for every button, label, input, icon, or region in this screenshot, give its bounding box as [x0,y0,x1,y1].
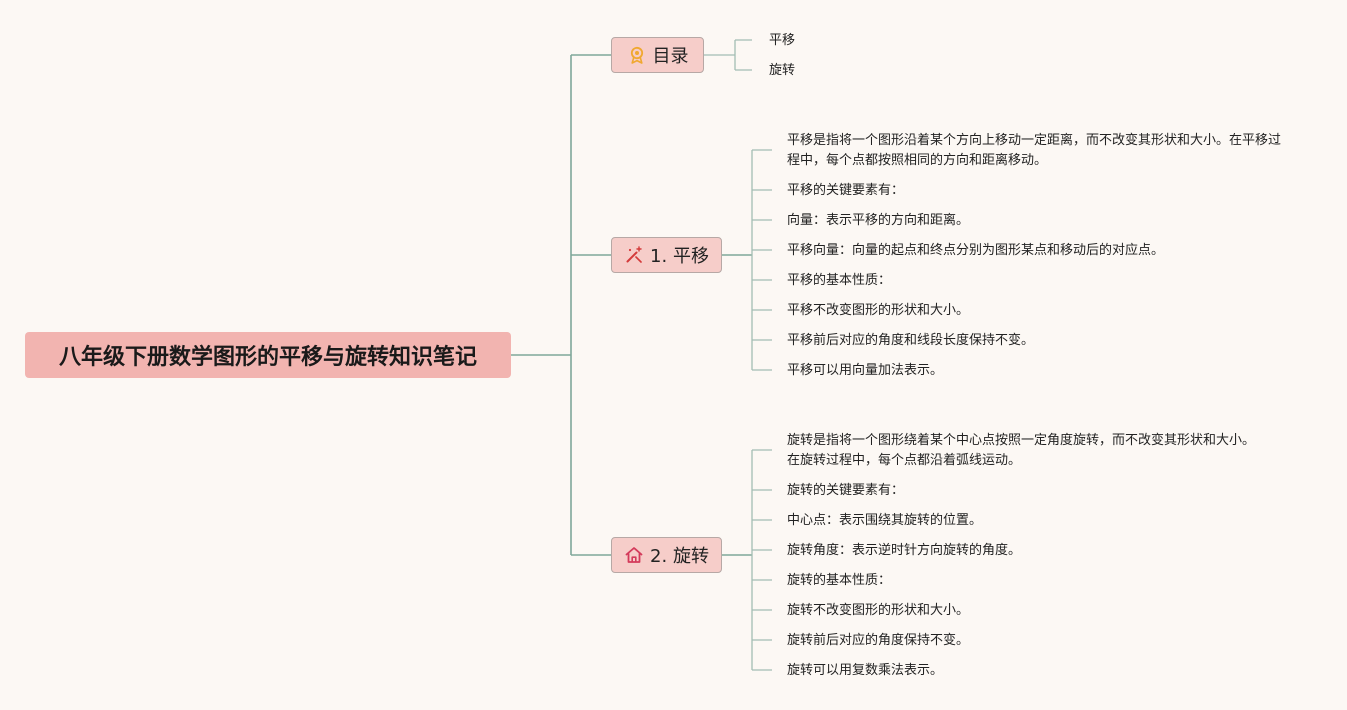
rotation-property-angles[interactable]: 旋转前后对应的角度保持不变。 [787,633,970,648]
translation-vector-detail[interactable]: 平移向量：向量的起点和终点分别为图形某点和移动后的对应点。 [787,243,1165,258]
translation-property-angles[interactable]: 平移前后对应的角度和线段长度保持不变。 [787,333,1035,348]
rotation-key-elements[interactable]: 旋转的关键要素有： [787,483,905,498]
rotation-property-shape[interactable]: 旋转不改变图形的形状和大小。 [787,603,970,618]
translation-property-shape[interactable]: 平移不改变图形的形状和大小。 [787,303,970,318]
award-icon [630,46,643,64]
translation-vector[interactable]: 向量：表示平移的方向和距离。 [787,213,970,228]
branch-rotation[interactable]: 2. 旋转 [611,537,722,573]
rotation-properties[interactable]: 旋转的基本性质： [787,573,892,588]
magic-wand-icon [626,246,642,263]
rotation-definition[interactable]: 旋转是指将一个图形绕着某个中心点按照一定角度旋转，而不改变其形状和大小。在旋转过… [787,433,1256,468]
translation-definition[interactable]: 平移是指将一个图形沿着某个方向上移动一定距离，而不改变其形状和大小。在平移过程中… [787,133,1282,168]
root-topic[interactable]: 八年级下册数学图形的平移与旋转知识笔记 [25,332,511,378]
root-title: 八年级下册数学图形的平移与旋转知识笔记 [58,345,477,370]
branch-toc[interactable]: 目录 [611,37,704,73]
toc-item-translation[interactable]: 平移 [769,33,796,48]
rotation-center[interactable]: 中心点：表示围绕其旋转的位置。 [787,513,983,528]
branch-translation[interactable]: 1. 平移 [611,237,722,273]
toc-item-rotation[interactable]: 旋转 [769,63,796,78]
rotation-property-complex[interactable]: 旋转可以用复数乘法表示。 [787,663,944,678]
branch-toc-label: 目录 [652,46,689,67]
rotation-angle[interactable]: 旋转角度：表示逆时针方向旋转的角度。 [787,543,1022,558]
home-icon [625,547,643,563]
translation-property-vector-add[interactable]: 平移可以用向量加法表示。 [787,363,944,378]
translation-key-elements[interactable]: 平移的关键要素有： [787,183,905,198]
translation-properties[interactable]: 平移的基本性质： [787,273,892,288]
branch-translation-label: 1. 平移 [650,246,709,267]
branch-rotation-label: 2. 旋转 [650,546,709,567]
